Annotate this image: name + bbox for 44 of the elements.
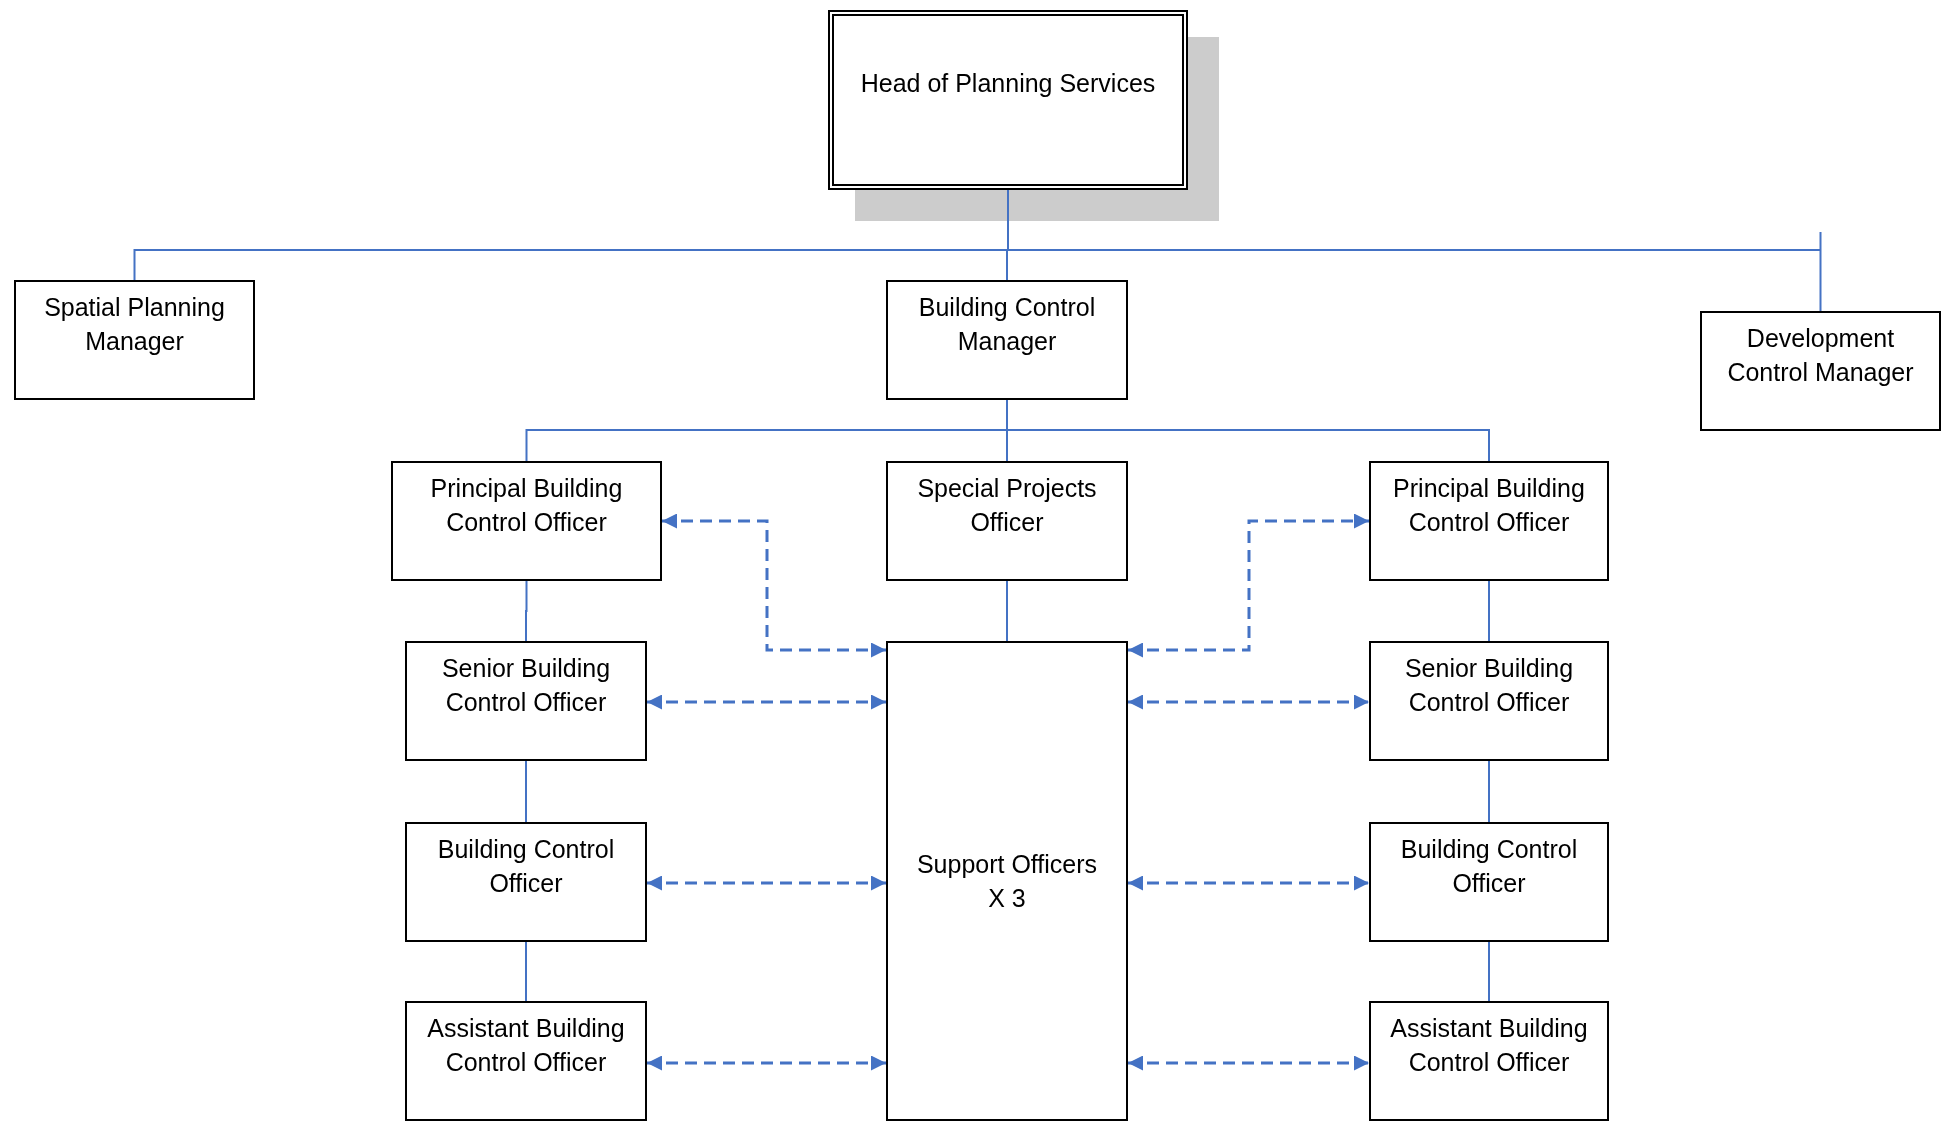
role-title: Senior Building Control Officer [1403, 653, 1575, 718]
role-title: Senior Building Control Officer [440, 653, 612, 718]
dashed-double-arrow [1128, 1055, 1369, 1071]
role-title: X 3 [988, 883, 1026, 914]
dashed-double-arrow [1128, 694, 1369, 710]
role-title: Special Projects Officer [916, 473, 1098, 538]
role-title: Development Control Manager [1726, 323, 1915, 388]
connector-line [1488, 760, 1490, 823]
role-box [1369, 1001, 1609, 1121]
dashed-double-arrow [662, 513, 886, 658]
role-box [391, 461, 662, 581]
connector-line [1488, 941, 1490, 1002]
head-role-box [828, 10, 1188, 190]
role-box [886, 280, 1128, 400]
role-box [1700, 311, 1941, 431]
role-box [405, 1001, 647, 1121]
role-box [1369, 461, 1609, 581]
role-title: Head of Planning Services [860, 68, 1156, 99]
connector-line [1488, 580, 1490, 642]
role-box [1369, 822, 1609, 942]
role-box [14, 280, 255, 400]
role-title: Building Control Manager [917, 292, 1097, 357]
role-box [886, 461, 1128, 581]
dashed-double-arrow [1128, 513, 1369, 658]
role-box [405, 641, 647, 761]
dashed-double-arrow [647, 1055, 886, 1071]
role-title: Assistant Building Control Officer [1389, 1013, 1589, 1078]
connector-line [525, 760, 527, 823]
role-box [886, 641, 1128, 1121]
role-title: Spatial Planning Manager [43, 292, 226, 357]
role-box [405, 822, 647, 942]
role-title: Principal Building Control Officer [1392, 473, 1586, 538]
role-title: Principal Building Control Officer [429, 473, 624, 538]
role-box [1369, 641, 1609, 761]
connector-line [525, 941, 527, 1002]
role-title: Assistant Building Control Officer [426, 1013, 626, 1078]
connector-line [1006, 580, 1008, 642]
dashed-double-arrow [1128, 875, 1369, 891]
role-title: Support Officers [916, 849, 1098, 880]
dashed-double-arrow [647, 694, 886, 710]
connector-line [525, 580, 528, 642]
role-title: Building Control Officer [1399, 834, 1579, 899]
dashed-double-arrow [647, 875, 886, 891]
role-title: Building Control Officer [436, 834, 616, 899]
